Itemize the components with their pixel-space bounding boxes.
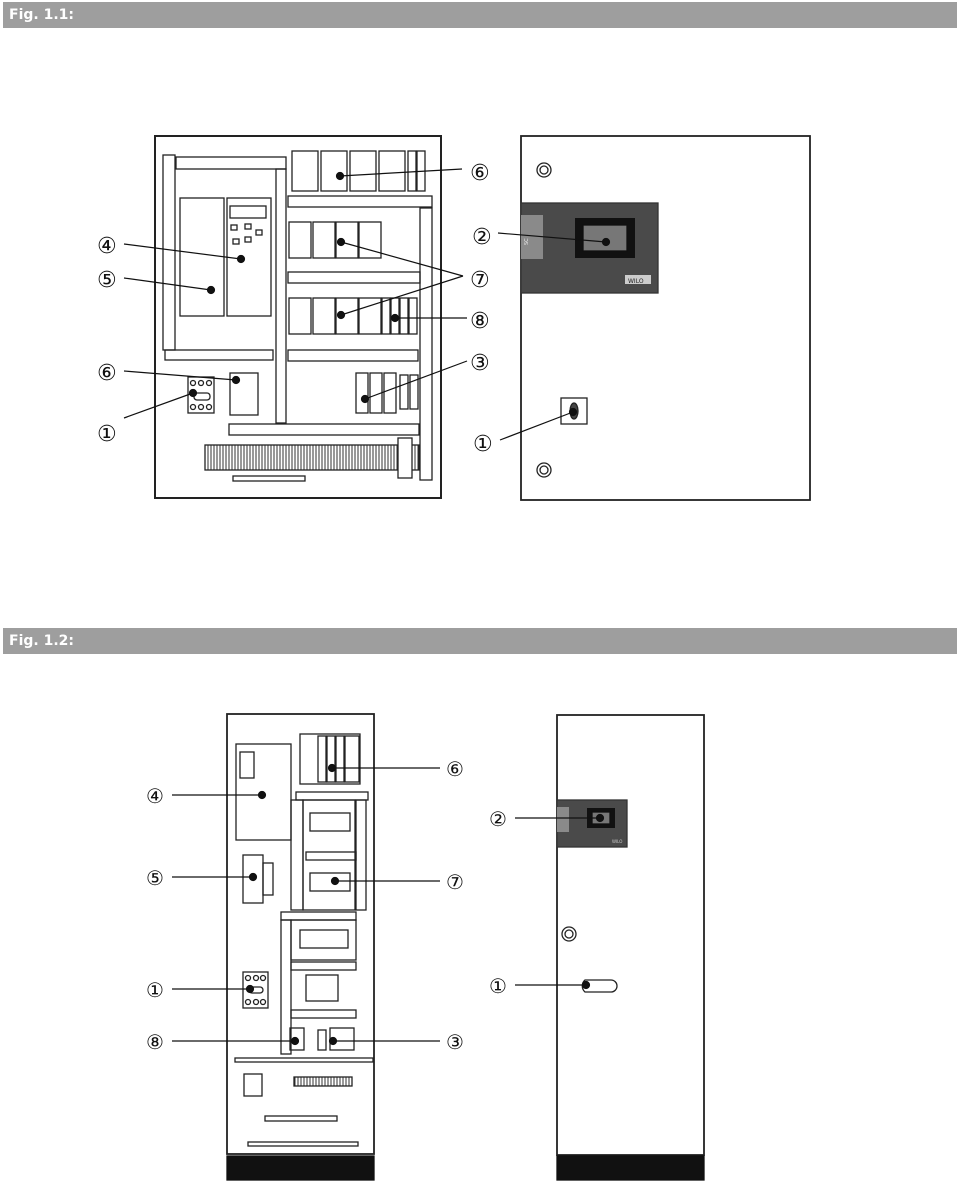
callout-5-fig1: ⑤ <box>97 268 117 293</box>
frequency-converter <box>226 197 272 317</box>
callout-3-fig2: ③ <box>446 1030 464 1054</box>
figure-1-header: Fig. 1.1: <box>3 2 957 28</box>
callout-8-fig1: ⑧ <box>470 309 490 334</box>
callout-2-fig1: ② <box>472 225 492 250</box>
main-switch-door <box>560 397 588 425</box>
callout-8-fig2: ⑧ <box>146 1030 164 1054</box>
nameplate-brand-2: WILO <box>612 839 622 844</box>
figure-2-header: Fig. 1.2: <box>3 628 957 654</box>
callout-1-fig1-right: ① <box>473 432 493 457</box>
fig1-cabinet-interior <box>154 135 442 499</box>
cabinet-base <box>226 1155 375 1181</box>
callout-4-fig2: ④ <box>146 784 164 808</box>
callout-6-fig2: ⑥ <box>446 757 464 781</box>
callout-7-fig1: ⑦ <box>470 268 490 293</box>
frequency-converter-2 <box>235 743 292 841</box>
callout-1-fig1-left: ① <box>97 422 117 447</box>
controller-module <box>179 197 225 317</box>
callout-1-fig2-right: ① <box>489 974 507 998</box>
callout-1-fig2-left: ① <box>146 978 164 1002</box>
callout-6-fig1-bottom: ⑥ <box>97 361 117 386</box>
callout-4-fig1: ④ <box>97 234 117 259</box>
nameplate-side-text: SC <box>524 238 530 245</box>
display-screen <box>229 205 267 219</box>
callout-3-fig1: ③ <box>470 351 490 376</box>
callout-7-fig2: ⑦ <box>446 870 464 894</box>
callout-5-fig2: ⑤ <box>146 866 164 890</box>
fig1-cabinet-door <box>520 135 811 501</box>
fig2-cabinet-interior <box>226 713 375 1181</box>
callout-6-fig1-top: ⑥ <box>470 161 490 186</box>
callout-2-fig2: ② <box>489 807 507 831</box>
fig2-cabinet-door <box>556 714 705 1181</box>
nameplate-brand: WILO <box>628 278 644 285</box>
